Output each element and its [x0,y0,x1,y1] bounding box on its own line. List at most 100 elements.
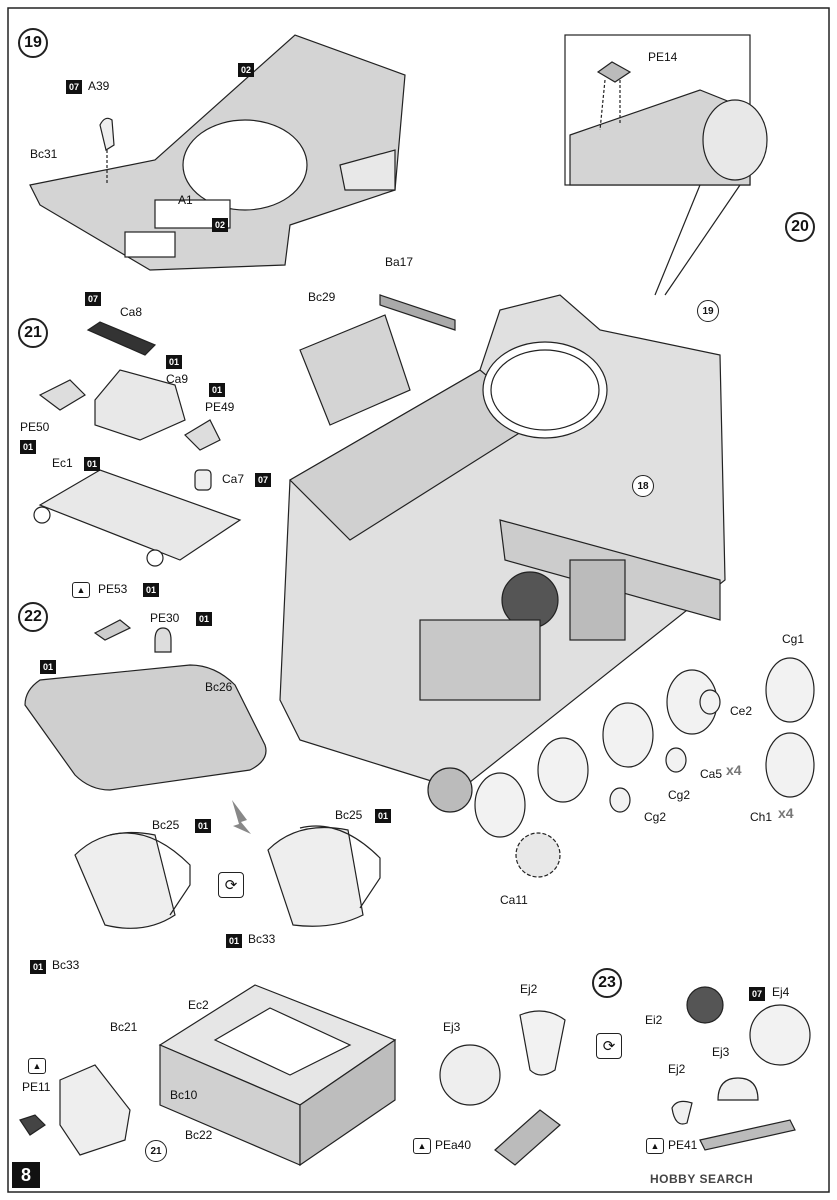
hub-cg2-a [609,787,631,813]
pe-etch-icon: ▲ [646,1138,664,1154]
flow-arrow [232,800,251,834]
ref-step-18: 18 [632,475,654,497]
ej2-right-shape [671,1100,693,1125]
multiplier-x4: x4 [726,762,742,778]
label-ej3: Ej3 [443,1020,461,1034]
watermark: HOBBY SEARCH [650,1172,754,1186]
tag-01: 01 [195,819,212,833]
ec1-shape [38,469,242,561]
pe30-shape [154,627,172,653]
multiplier-x4: x4 [778,805,794,821]
tag-02: 02 [212,218,229,232]
pe53-shape [93,619,132,641]
label-bc33: Bc33 [52,958,80,972]
step22-hatch [24,619,267,791]
label-ch1: Ch1 [750,810,773,824]
ej3-right-shape [717,1077,759,1101]
label-pe53: PE53 [98,582,128,596]
label-pe49: PE49 [205,400,235,414]
pe-etch-icon: ▲ [72,582,90,598]
label-bc25: Bc25 [335,808,363,822]
tag-07: 07 [85,292,102,306]
road-wheel-3 [602,702,654,768]
label-pe30: PE30 [150,611,180,625]
tag-01: 01 [375,809,392,823]
part-ca8-shape [86,321,157,356]
bc22-plate [19,1064,131,1156]
label-ba17: Ba17 [385,255,414,269]
flip-over-icon: ⟳ [218,872,244,898]
tag-01: 01 [209,383,226,397]
label-bc25: Bc25 [152,818,180,832]
pe50-shape [38,379,86,411]
ej2-left-shape [519,1010,566,1076]
pe-etch-icon: ▲ [28,1058,46,1074]
label-cg2: Cg2 [668,788,691,802]
label-cg1: Cg1 [782,632,805,646]
bc25-right [267,825,381,927]
label-ec2: Ec2 [188,998,209,1012]
label-a1: A1 [178,193,193,207]
page-number: 8 [12,1162,40,1188]
label-ej2: Ej2 [668,1062,686,1076]
page-frame [7,7,830,1193]
label-ca9: Ca9 [166,372,189,386]
step-number-19: 19 [18,28,48,58]
road-wheel-ch1 [765,732,815,798]
label-ca5: Ca5 [700,767,723,781]
tag-07: 07 [66,80,83,94]
tag-01: 01 [30,960,47,974]
label-bc29: Bc29 [308,290,336,304]
step-number-22: 22 [18,602,48,632]
ref-step-21: 21 [145,1140,167,1162]
step19-plate [29,34,406,271]
label-bc33: Bc33 [248,932,276,946]
tag-01: 01 [40,660,57,674]
label-pe11: PE11 [22,1080,51,1094]
ei2-shape [686,986,724,1024]
label-pe41: PE41 [668,1138,698,1152]
label-ca8: Ca8 [120,305,143,319]
step23-assembly [439,986,811,1166]
road-wheel-cg1 [765,657,815,723]
ref-step-19: 19 [697,300,719,322]
label-ej4: Ej4 [772,985,790,999]
pea40-shape [494,1109,561,1166]
road-wheel-2 [537,737,589,803]
label-bc26: Bc26 [205,680,233,694]
hub-ce2 [699,689,721,715]
tag-07: 07 [255,473,272,487]
ej4-shape [749,1004,811,1066]
label-ce2: Ce2 [730,704,753,718]
label-ca7: Ca7 [222,472,245,486]
tag-01: 01 [84,457,101,471]
pe49-shape [184,419,221,451]
label-ca11: Ca11 [500,893,528,907]
step19-part-a39 [99,117,115,185]
label-bc10: Bc10 [170,1088,198,1102]
idler-sprocket [427,767,473,813]
step20-inset [564,34,768,296]
label-pea40: PEa40 [435,1138,472,1152]
label-bc31: Bc31 [30,147,58,161]
flip-over-icon: ⟳ [596,1033,622,1059]
ec2-box [158,984,397,1167]
tag-01: 01 [166,355,183,369]
label-ej2: Ej2 [520,982,538,996]
step-number-20: 20 [785,212,815,242]
label-pe50: PE50 [20,420,50,434]
tag-01: 01 [196,612,213,626]
tag-01: 01 [143,583,160,597]
step20-hull [279,294,726,791]
ca7-shape [194,469,212,491]
hub-cg2-b [665,747,687,773]
step-number-21: 21 [18,318,48,348]
label-ei2: Ei2 [645,1013,663,1027]
label-ej3: Ej3 [712,1045,730,1059]
label-bc22: Bc22 [185,1128,213,1142]
pe11-shape [19,1114,46,1136]
road-wheel-1 [474,772,526,838]
pe-etch-icon: ▲ [413,1138,431,1154]
tag-01: 01 [20,440,37,454]
